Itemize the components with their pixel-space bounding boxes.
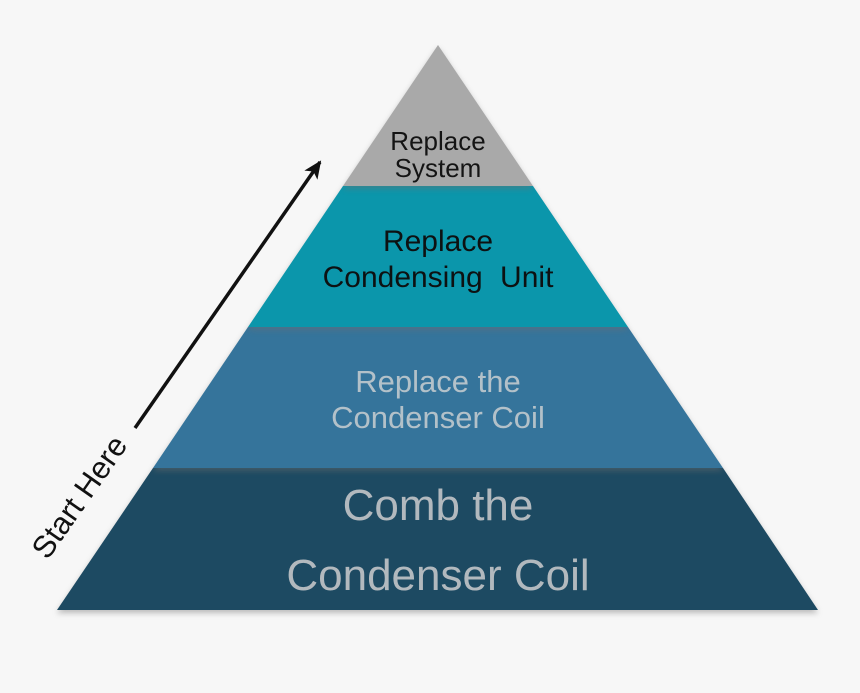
- tier-replace-the-condenser-coil-label-line1: Replace the: [355, 364, 520, 399]
- tier-comb-the-condenser-coil-label-line2: Condenser Coil: [286, 551, 589, 600]
- tier-replace-system-label-line2: System: [395, 153, 482, 183]
- tier-replace-condensing-unit-shape: [248, 186, 628, 327]
- tier-replace-the-condenser-coil-label-line2: Condenser Coil: [331, 400, 545, 435]
- tier-replace-system-shape: [343, 45, 533, 186]
- tier-comb-the-condenser-coil-label-line1: Comb the: [343, 481, 534, 530]
- tier-replace-system-label-line1: Replace: [390, 126, 485, 156]
- tier-replace-condensing-unit-label-line2: Condensing Unit: [323, 261, 554, 294]
- tier-replace-condensing-unit-label-line1: Replace: [383, 225, 493, 258]
- start-here-arrow: [133, 160, 322, 429]
- tier-replace-the-condenser-coil-shape: [153, 327, 723, 468]
- tier-comb-the-condenser-coil-shape: [57, 468, 818, 610]
